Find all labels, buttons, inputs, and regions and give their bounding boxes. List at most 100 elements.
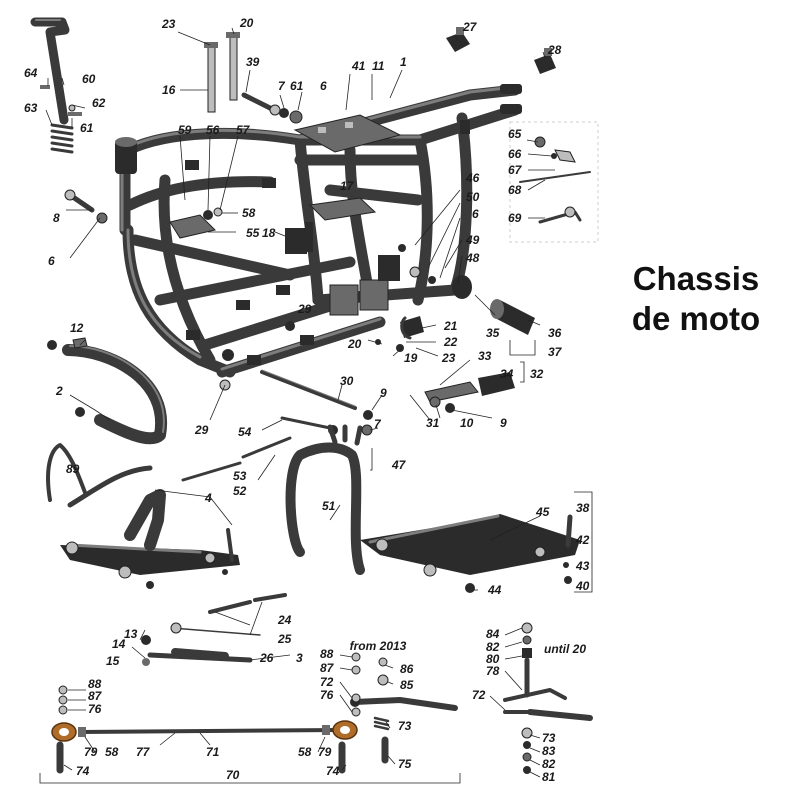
part-72-brake-pedal-from-2013 bbox=[350, 657, 458, 764]
label-86: 86 bbox=[400, 662, 414, 676]
label-14: 14 bbox=[112, 637, 126, 651]
parts-55-59 bbox=[169, 207, 223, 239]
part-4-swingarm bbox=[60, 489, 240, 589]
label-56: 56 bbox=[206, 123, 220, 137]
label-61b: 61 bbox=[290, 79, 304, 93]
label-52: 52 bbox=[233, 484, 247, 498]
label-33: 33 bbox=[478, 349, 492, 363]
label-36: 36 bbox=[548, 326, 562, 340]
label-35: 35 bbox=[486, 326, 500, 340]
label-31: 31 bbox=[426, 416, 440, 430]
label-25: 25 bbox=[277, 632, 292, 646]
label-48: 48 bbox=[465, 251, 480, 265]
label-3: 3 bbox=[296, 651, 303, 665]
label-82: 82 bbox=[486, 640, 500, 654]
note-until-20: until 20 bbox=[544, 642, 586, 656]
label-67: 67 bbox=[508, 163, 523, 177]
label-77: 77 bbox=[136, 745, 151, 759]
group-box-65-69 bbox=[509, 121, 599, 243]
part-89-bracket bbox=[46, 443, 153, 508]
label-63: 63 bbox=[24, 101, 38, 115]
label-42: 42 bbox=[575, 533, 590, 547]
label-6b: 6 bbox=[472, 207, 479, 221]
label-8: 8 bbox=[53, 211, 60, 225]
label-79: 79 bbox=[84, 745, 98, 759]
label-46: 46 bbox=[465, 171, 480, 185]
main-frame bbox=[115, 84, 522, 378]
label-32: 32 bbox=[530, 367, 544, 381]
label-38: 38 bbox=[576, 501, 590, 515]
label-65: 65 bbox=[508, 127, 522, 141]
label-1: 1 bbox=[400, 55, 407, 69]
label-74: 74 bbox=[76, 764, 90, 778]
label-41: 41 bbox=[351, 59, 366, 73]
label-9: 9 bbox=[380, 386, 387, 400]
label-30: 30 bbox=[340, 374, 354, 388]
label-29b: 29 bbox=[194, 423, 209, 437]
label-37: 37 bbox=[548, 345, 563, 359]
label-20b: 20 bbox=[347, 337, 362, 351]
label-81: 81 bbox=[542, 770, 556, 784]
label-16: 16 bbox=[162, 83, 176, 97]
label-45: 45 bbox=[535, 505, 550, 519]
parts-24-26-cables bbox=[141, 593, 287, 666]
label-51: 51 bbox=[322, 499, 336, 513]
title-line-2: de moto bbox=[632, 300, 760, 337]
label-68: 68 bbox=[508, 183, 522, 197]
label-73b: 73 bbox=[542, 731, 556, 745]
label-21: 21 bbox=[443, 319, 458, 333]
label-85: 85 bbox=[400, 678, 414, 692]
label-47: 47 bbox=[391, 458, 407, 472]
parts-46-50 bbox=[398, 244, 436, 284]
label-59: 59 bbox=[178, 123, 192, 137]
label-66: 66 bbox=[508, 147, 522, 161]
part-8-pin bbox=[64, 189, 108, 224]
parts-29-nuts bbox=[219, 321, 295, 391]
part-30-rod bbox=[260, 369, 357, 410]
label-62: 62 bbox=[92, 96, 106, 110]
label-70: 70 bbox=[226, 768, 240, 782]
label-88: 88 bbox=[320, 647, 334, 661]
leader-lines bbox=[39, 27, 593, 784]
label-6: 6 bbox=[320, 79, 327, 93]
part-70-tie-rod bbox=[51, 652, 361, 774]
label-49: 49 bbox=[465, 233, 480, 247]
label-34: 34 bbox=[500, 367, 514, 381]
label-88b: 88 bbox=[88, 677, 102, 691]
label-58b: 58 bbox=[105, 745, 119, 759]
label-83: 83 bbox=[542, 744, 556, 758]
label-89: 89 bbox=[66, 462, 80, 476]
label-22: 22 bbox=[443, 335, 458, 349]
label-58c: 58 bbox=[298, 745, 312, 759]
label-80: 80 bbox=[486, 652, 500, 666]
part-16-brackets bbox=[204, 32, 240, 113]
label-7b: 7 bbox=[374, 417, 382, 431]
label-23: 23 bbox=[161, 17, 176, 31]
label-60: 60 bbox=[82, 72, 96, 86]
label-72b: 72 bbox=[472, 688, 486, 702]
label-29: 29 bbox=[297, 302, 312, 316]
label-43: 43 bbox=[575, 559, 590, 573]
label-28: 28 bbox=[547, 43, 562, 57]
label-13: 13 bbox=[124, 627, 138, 641]
label-75: 75 bbox=[398, 757, 412, 771]
label-18: 18 bbox=[262, 226, 276, 240]
part-78-brake-pedal-until bbox=[503, 622, 593, 774]
label-23b: 23 bbox=[441, 351, 456, 365]
label-40: 40 bbox=[575, 579, 590, 593]
label-4: 4 bbox=[204, 491, 212, 505]
label-87: 87 bbox=[320, 661, 335, 675]
label-76: 76 bbox=[320, 688, 334, 702]
part-2-fender bbox=[47, 337, 168, 445]
part-33-34-footrest bbox=[424, 372, 515, 403]
title-line-1: Chassis bbox=[633, 260, 760, 297]
label-44: 44 bbox=[487, 583, 502, 597]
label-78: 78 bbox=[486, 664, 500, 678]
label-50: 50 bbox=[466, 190, 480, 204]
label-57: 57 bbox=[236, 123, 251, 137]
label-82b: 82 bbox=[542, 757, 556, 771]
label-10: 10 bbox=[460, 416, 474, 430]
label-71: 71 bbox=[206, 745, 220, 759]
label-87b: 87 bbox=[88, 689, 103, 703]
